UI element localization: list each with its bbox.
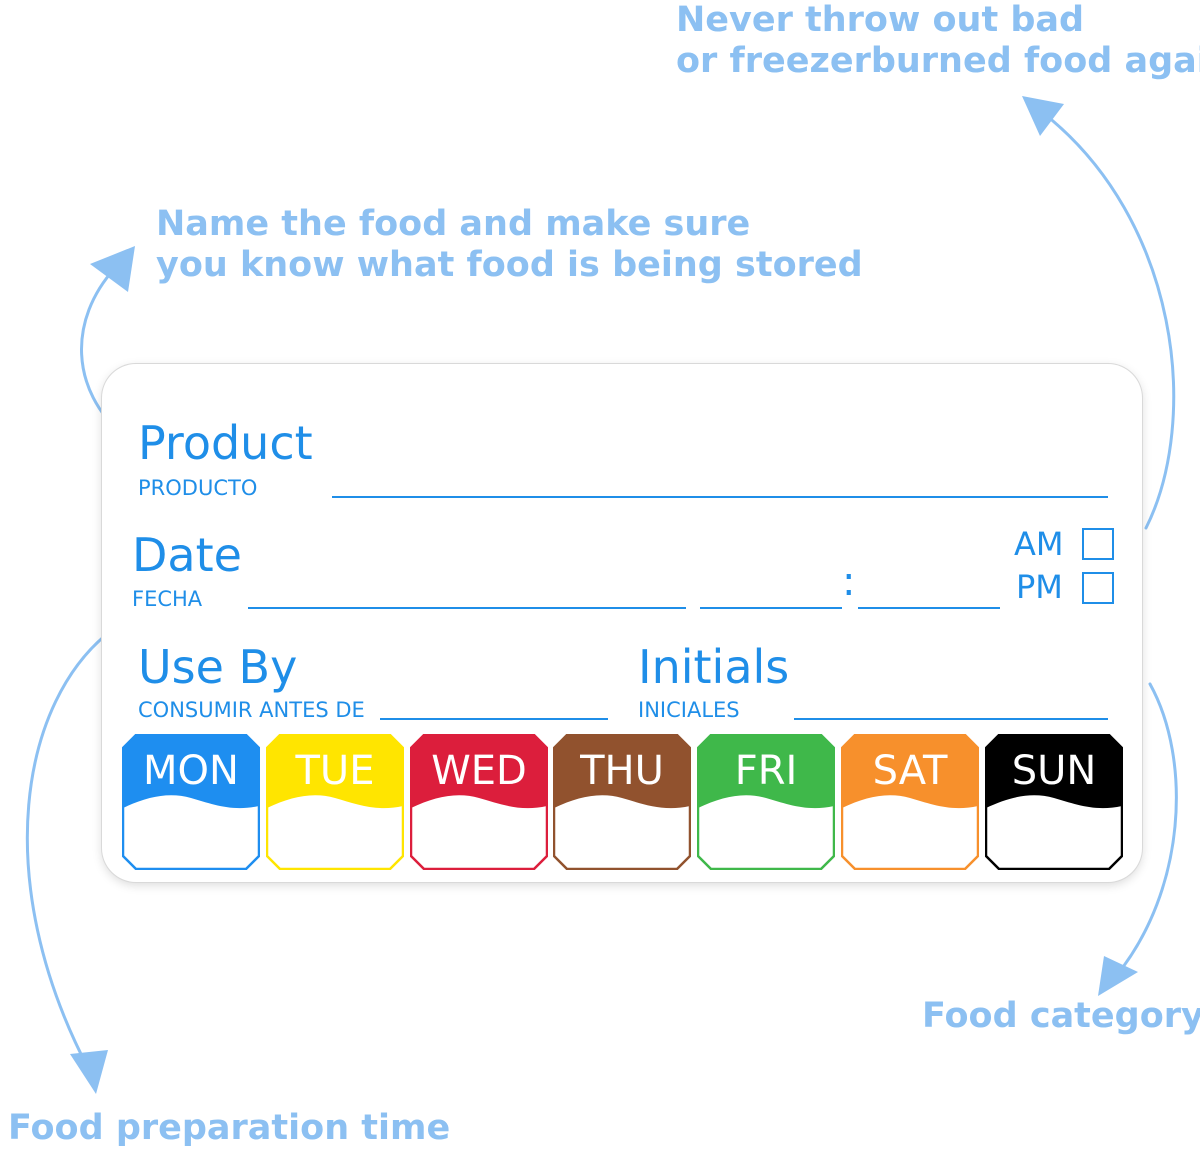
product-write-line[interactable]	[332, 496, 1108, 498]
callout-name-food: Name the food and make sure you know wha…	[156, 204, 863, 285]
arrowhead-food-category	[1098, 956, 1138, 996]
hour-write-line[interactable]	[700, 607, 842, 609]
day-tile-wed: WED	[410, 734, 548, 870]
callout-line-1: Never throw out bad	[676, 0, 1085, 40]
minute-write-line[interactable]	[858, 607, 1000, 609]
day-tile-mon: MON	[122, 734, 260, 870]
day-tile-fri: FRI	[697, 734, 835, 870]
arrowhead-name-food	[90, 246, 135, 292]
day-label-mon: MON	[143, 748, 239, 794]
day-tile-shape	[122, 734, 260, 870]
arrow-never-throw	[1040, 110, 1176, 530]
day-tile-sat: SAT	[841, 734, 979, 870]
callout-prep-time: Food preparation time	[8, 1108, 451, 1148]
day-label-tue: TUE	[295, 748, 375, 794]
callout-line-2: or freezerburned food again!	[676, 40, 1200, 81]
day-label-fri: FRI	[734, 748, 798, 794]
day-label-sat: SAT	[872, 748, 948, 794]
arrowhead-never-throw	[1022, 96, 1064, 136]
callout-line-2: you know what food is being stored	[156, 244, 863, 285]
arrow-food-category	[1114, 682, 1178, 978]
day-label-sun: SUN	[1011, 748, 1097, 794]
use-by-write-line[interactable]	[380, 718, 608, 720]
day-tile-shape	[841, 734, 979, 870]
pm-checkbox[interactable]	[1082, 572, 1114, 604]
arrowhead-prep-time	[70, 1050, 108, 1094]
am-checkbox[interactable]	[1082, 528, 1114, 560]
day-tile-sun: SUN	[985, 734, 1123, 870]
use-by-title: Use By	[138, 640, 298, 694]
callout-food-category: Food category	[922, 996, 1200, 1036]
date-write-line[interactable]	[248, 607, 686, 609]
day-tile-shape	[697, 734, 835, 870]
product-title: Product	[138, 416, 313, 470]
day-tile-shape	[410, 734, 548, 870]
time-colon: :	[842, 559, 856, 605]
day-label-wed: WED	[431, 748, 527, 794]
initials-subtitle: INICIALES	[638, 698, 740, 722]
initials-title: Initials	[638, 640, 790, 694]
day-tile-tue: TUE	[266, 734, 404, 870]
date-title: Date	[132, 528, 242, 582]
pm-label: PM	[1016, 568, 1063, 606]
day-tile-shape	[553, 734, 691, 870]
day-tile-thu: THU	[553, 734, 691, 870]
initials-write-line[interactable]	[794, 718, 1108, 720]
day-tile-shape	[266, 734, 404, 870]
callout-never-throw-out: Never throw out bad or freezerburned foo…	[676, 0, 1200, 81]
use-by-subtitle: CONSUMIR ANTES DE	[138, 698, 365, 722]
am-label: AM	[1014, 525, 1064, 563]
callout-line-1: Name the food and make sure	[156, 204, 751, 244]
product-subtitle: PRODUCTO	[138, 476, 258, 500]
arrow-prep-time	[25, 628, 114, 1070]
day-tile-shape	[985, 734, 1123, 870]
date-subtitle: FECHA	[132, 587, 203, 611]
day-label-thu: THU	[580, 748, 664, 794]
